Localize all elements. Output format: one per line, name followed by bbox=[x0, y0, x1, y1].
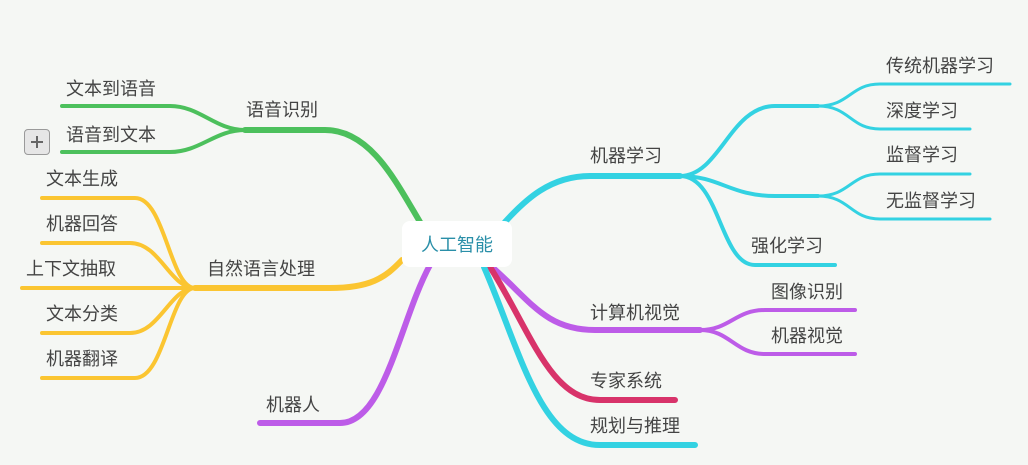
connector-nlp-5 bbox=[40, 286, 197, 380]
connector-cv bbox=[489, 264, 703, 333]
connector-planning bbox=[481, 264, 698, 448]
connector-robot bbox=[257, 262, 433, 426]
connector-ml-a1 bbox=[816, 82, 1012, 108]
node-deep-learning[interactable]: 深度学习 bbox=[886, 101, 958, 122]
node-machine-learning[interactable]: 机器学习 bbox=[590, 146, 662, 167]
node-text-generation[interactable]: 文本生成 bbox=[46, 169, 118, 190]
connector-ml-a bbox=[678, 104, 820, 178]
connector-ml-b bbox=[678, 174, 820, 198]
connector-speech-2 bbox=[60, 128, 247, 154]
connector-speech bbox=[242, 127, 423, 225]
connector-expert bbox=[487, 264, 678, 403]
node-reinforcement-learning[interactable]: 强化学习 bbox=[751, 236, 823, 257]
connector-cv-2 bbox=[698, 328, 857, 356]
node-speech-to-text[interactable]: 语音到文本 bbox=[66, 125, 156, 146]
node-traditional-ml[interactable]: 传统机器学习 bbox=[886, 56, 994, 77]
node-machine-translation[interactable]: 机器翻译 bbox=[46, 349, 118, 370]
node-computer-vision[interactable]: 计算机视觉 bbox=[590, 303, 680, 324]
node-context-extraction[interactable]: 上下文抽取 bbox=[26, 259, 116, 280]
node-unsupervised-learning[interactable]: 无监督学习 bbox=[886, 191, 976, 212]
root-node[interactable]: 人工智能 bbox=[402, 221, 512, 267]
connector-ml-b2 bbox=[816, 194, 992, 221]
connector-ml-c bbox=[678, 174, 837, 267]
connector-nlp bbox=[192, 257, 405, 291]
connector-ml bbox=[502, 173, 683, 225]
connector-ml-b1 bbox=[816, 172, 972, 198]
node-image-recognition[interactable]: 图像识别 bbox=[771, 282, 843, 303]
node-text-to-speech[interactable]: 文本到语音 bbox=[66, 79, 156, 100]
node-planning-reasoning[interactable]: 规划与推理 bbox=[590, 416, 680, 437]
node-speech-recognition[interactable]: 语音识别 bbox=[246, 100, 318, 121]
connector-nlp-1 bbox=[40, 196, 197, 290]
node-machine-vision[interactable]: 机器视觉 bbox=[771, 326, 843, 347]
connector-ml-a2 bbox=[816, 104, 972, 131]
connector-nlp-2 bbox=[40, 241, 197, 290]
node-nlp[interactable]: 自然语言处理 bbox=[207, 259, 315, 280]
node-robot[interactable]: 机器人 bbox=[266, 395, 320, 416]
node-expert-system[interactable]: 专家系统 bbox=[590, 371, 662, 392]
node-machine-answer[interactable]: 机器回答 bbox=[46, 214, 118, 235]
node-supervised-learning[interactable]: 监督学习 bbox=[886, 145, 958, 166]
expand-plus-icon[interactable] bbox=[24, 129, 50, 155]
node-text-classification[interactable]: 文本分类 bbox=[46, 304, 118, 325]
